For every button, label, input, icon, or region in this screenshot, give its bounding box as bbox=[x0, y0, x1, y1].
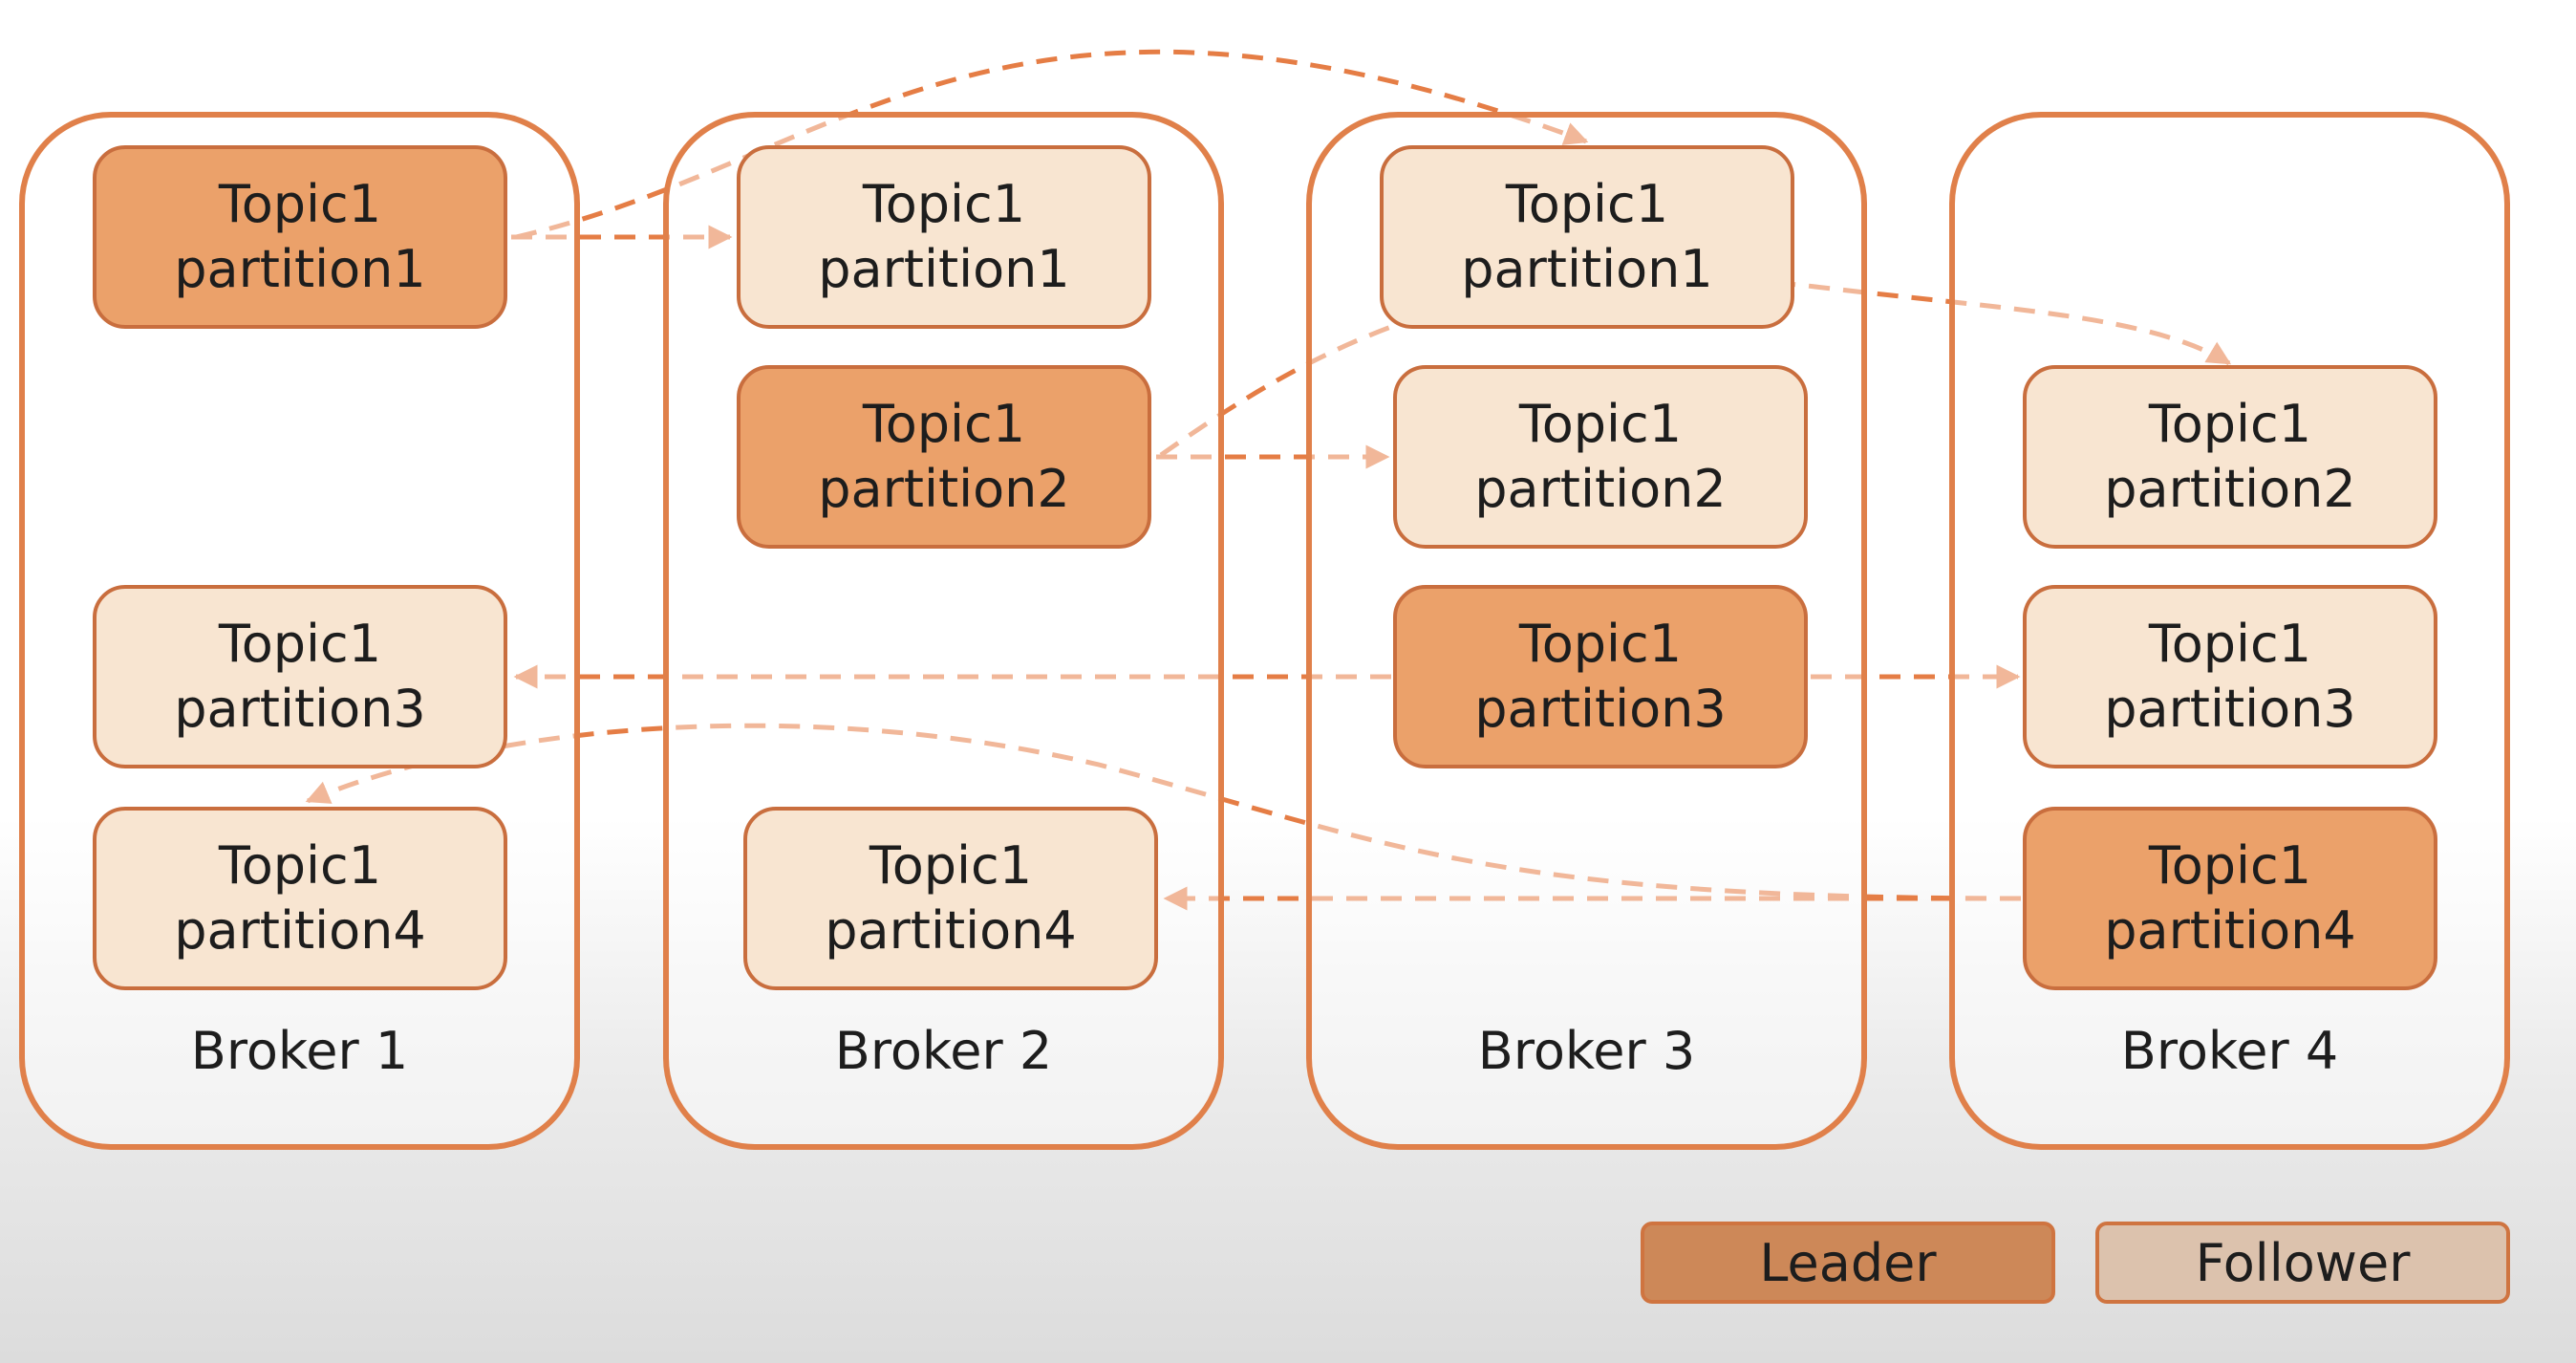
topic-label: Topic1 bbox=[218, 835, 382, 896]
partition-label: partition4 bbox=[825, 900, 1077, 961]
broker-3-label: Broker 3 bbox=[1477, 1021, 1696, 1081]
partition-label: partition4 bbox=[2104, 900, 2356, 961]
legend-follower: Follower bbox=[2095, 1222, 2510, 1304]
topic-label: Topic1 bbox=[218, 614, 382, 674]
broker-2-label: Broker 2 bbox=[834, 1021, 1053, 1081]
topic-label: Topic1 bbox=[218, 174, 382, 234]
partition-label: partition3 bbox=[1474, 679, 1727, 739]
legend-leader: Leader bbox=[1641, 1222, 2055, 1304]
partition-label: partition2 bbox=[818, 459, 1070, 519]
partition-label: partition4 bbox=[174, 900, 426, 961]
partition-box-leader: Topic1 partition3 bbox=[1393, 585, 1808, 768]
partition-label: partition3 bbox=[174, 679, 426, 739]
partition-label: partition3 bbox=[2104, 679, 2356, 739]
broker-1-label: Broker 1 bbox=[190, 1021, 409, 1081]
topic-label: Topic1 bbox=[2148, 835, 2312, 896]
partition-label: partition2 bbox=[2104, 459, 2356, 519]
topic-label: Topic1 bbox=[1518, 614, 1683, 674]
partition-box-leader: Topic1 partition2 bbox=[737, 365, 1151, 549]
topic-label: Topic1 bbox=[2148, 394, 2312, 454]
topic-label: Topic1 bbox=[2148, 614, 2312, 674]
topic-label: Topic1 bbox=[862, 174, 1026, 234]
partition-box-follower: Topic1 partition1 bbox=[737, 145, 1151, 329]
partition-box-follower: Topic1 partition2 bbox=[2023, 365, 2437, 549]
legend-leader-label: Leader bbox=[1759, 1232, 1937, 1293]
broker-4-label: Broker 4 bbox=[2120, 1021, 2339, 1081]
topic-label: Topic1 bbox=[1518, 394, 1683, 454]
partition-box-follower: Topic1 partition4 bbox=[743, 807, 1158, 990]
partition-box-follower: Topic1 partition3 bbox=[2023, 585, 2437, 768]
arrow-b1p1-to-b3p1 bbox=[515, 49, 1589, 240]
partition-box-follower: Topic1 partition4 bbox=[93, 807, 507, 990]
legend-follower-label: Follower bbox=[2195, 1232, 2411, 1293]
arrow-b4p4-to-b1p4 bbox=[305, 723, 2022, 901]
partition-box-leader: Topic1 partition4 bbox=[2023, 807, 2437, 990]
partition-box-leader: Topic1 partition1 bbox=[93, 145, 507, 329]
partition-label: partition1 bbox=[818, 239, 1070, 299]
partition-box-follower: Topic1 partition3 bbox=[93, 585, 507, 768]
topic-label: Topic1 bbox=[1505, 174, 1669, 234]
topic-label: Topic1 bbox=[869, 835, 1033, 896]
topic-label: Topic1 bbox=[862, 394, 1026, 454]
partition-label: partition2 bbox=[1474, 459, 1727, 519]
partition-label: partition1 bbox=[174, 239, 426, 299]
partition-label: partition1 bbox=[1461, 239, 1713, 299]
partition-box-follower: Topic1 partition2 bbox=[1393, 365, 1808, 549]
partition-box-follower: Topic1 partition1 bbox=[1380, 145, 1794, 329]
